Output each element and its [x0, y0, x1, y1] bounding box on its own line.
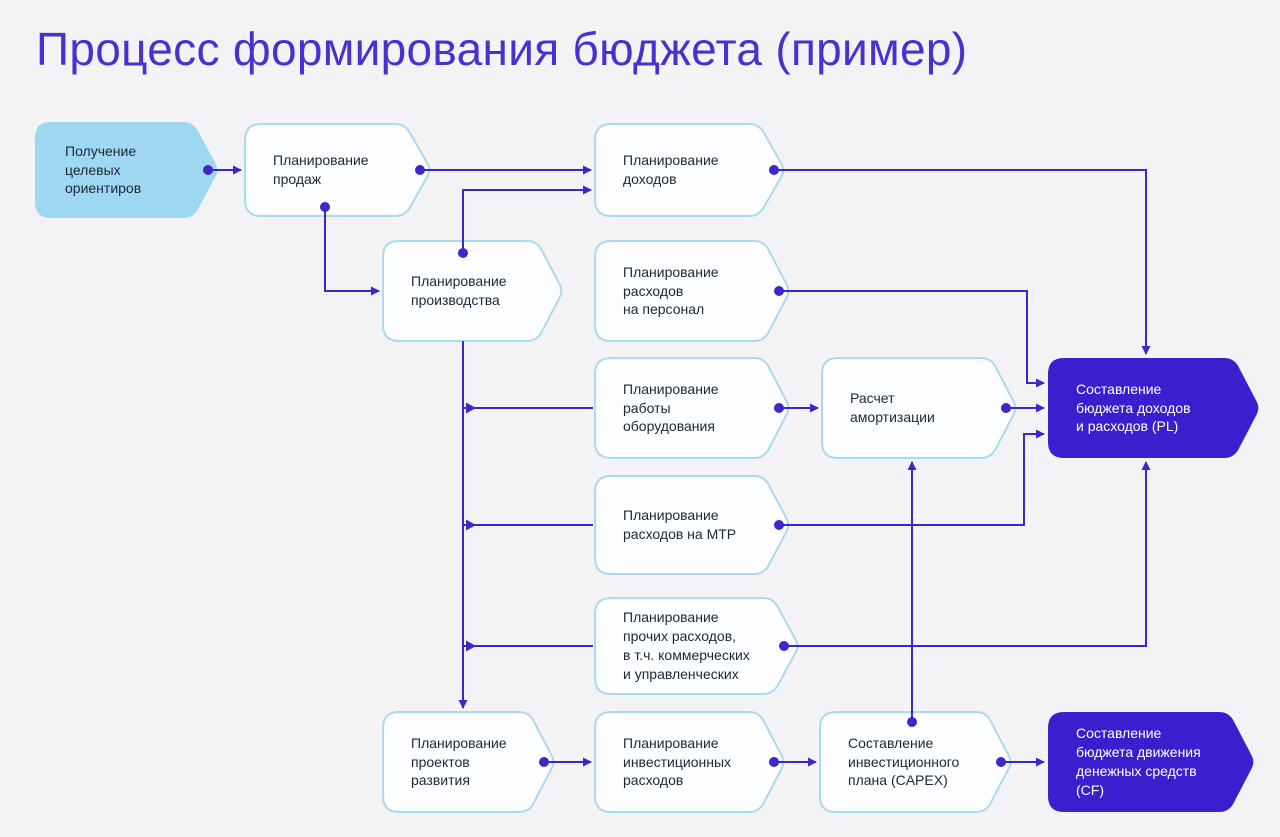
- node-capex-label: Составление инвестиционного плана (CAPEX…: [848, 734, 960, 789]
- node-projects-shape: [382, 711, 555, 813]
- node-mtr-label: Планирование расходов на МТР: [623, 507, 737, 542]
- edge-sales-production: [324, 207, 380, 296]
- node-projects-label: Планирование проектов развития: [411, 734, 507, 789]
- node-personnel: Планирование расходов на персонал: [594, 240, 790, 342]
- node-sales-shape: [244, 123, 431, 217]
- node-capex: Составление инвестиционного плана (CAPEX…: [819, 711, 1012, 813]
- node-production-label: Планирование производства: [411, 273, 507, 308]
- node-projects: Планирование проектов развития: [382, 711, 555, 813]
- node-goal-label: Получение целевых ориентиров: [65, 142, 142, 197]
- node-pl: Составление бюджета доходов и расходов (…: [1048, 358, 1260, 458]
- node-goal: Получение целевых ориентиров: [35, 122, 219, 218]
- node-production: Планирование производства: [382, 240, 563, 342]
- node-mtr: Планирование расходов на МТР: [594, 475, 790, 575]
- node-other-expenses-shape: [594, 597, 799, 695]
- node-pl-shape: [1048, 358, 1259, 458]
- node-equipment-shape: [594, 357, 790, 459]
- node-investment-shape: [594, 711, 785, 813]
- branch-arrows: [466, 402, 476, 652]
- edge-income-pl: [774, 169, 1151, 355]
- node-other-expenses-label: Планирование прочих расходов, в т.ч. ком…: [623, 609, 750, 682]
- node-capex-shape: [819, 711, 1012, 813]
- node-equipment-label: Планирование работы оборудования: [623, 380, 719, 435]
- node-income-shape: [594, 123, 785, 217]
- node-investment: Планирование инвестиционных расходов: [594, 711, 785, 813]
- node-sales-label: Планирование продаж: [273, 152, 369, 187]
- node-amortization-label: Расчет амортизации: [850, 390, 935, 425]
- node-cf-label: Составление бюджета движения денежных ср…: [1076, 725, 1201, 798]
- node-cf: Составление бюджета движения денежных ср…: [1048, 712, 1255, 812]
- node-pl-label: Составление бюджета доходов и расходов (…: [1076, 380, 1191, 435]
- node-other-expenses: Планирование прочих расходов, в т.ч. ком…: [594, 597, 799, 695]
- node-sales: Планирование продаж: [244, 123, 431, 217]
- node-amortization: Расчет амортизации: [821, 357, 1017, 459]
- node-income: Планирование доходов: [594, 123, 785, 217]
- node-investment-label: Планирование инвестиционных расходов: [623, 734, 732, 789]
- node-cf-shape: [1048, 712, 1254, 812]
- edge-other-pl: [784, 461, 1151, 647]
- node-mtr-shape: [594, 475, 790, 575]
- node-personnel-label: Планирование расходов на персонал: [623, 263, 719, 318]
- node-goal-shape: [35, 122, 218, 218]
- node-personnel-shape: [594, 240, 790, 342]
- node-equipment: Планирование работы оборудования: [594, 357, 790, 459]
- node-income-label: Планирование доходов: [623, 152, 719, 187]
- page-title: Процесс формирования бюджета (пример): [36, 23, 968, 75]
